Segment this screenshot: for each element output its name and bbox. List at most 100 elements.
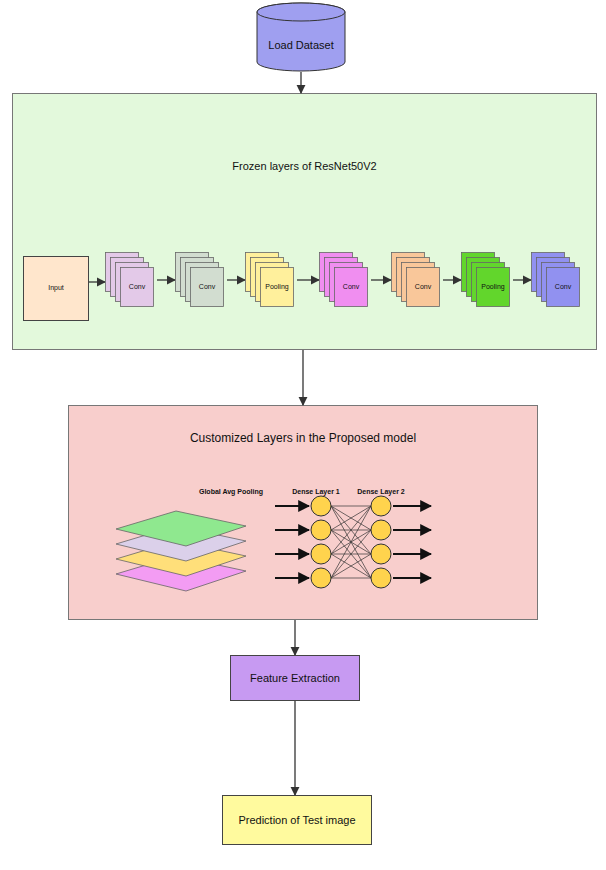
- layer-face: Conv: [334, 267, 368, 307]
- layer-face: Conv: [546, 267, 580, 307]
- signal-arrow: [393, 553, 431, 555]
- feature-map-stack: [105, 252, 157, 308]
- node-label: Conv: [129, 283, 145, 291]
- feature-map-stack: [461, 252, 513, 308]
- synapse-line: [331, 530, 371, 578]
- synapse-line: [331, 506, 371, 578]
- synapse-line: [331, 530, 371, 578]
- neuron: [311, 568, 331, 588]
- signal-arrow: [393, 577, 431, 579]
- feature-map-stack: [245, 252, 297, 308]
- neuron: [371, 568, 391, 588]
- neuron: [371, 496, 391, 516]
- feature-map-stack: [391, 252, 443, 308]
- signal-arrow: [393, 529, 431, 531]
- layer-face: Conv: [406, 267, 440, 307]
- flow-arrow: [300, 72, 301, 93]
- process-box: Feature Extraction: [230, 655, 360, 701]
- neuron: [371, 544, 391, 564]
- layer-stack: Conv: [105, 252, 157, 308]
- feature-map: [477, 268, 510, 307]
- panel-title: Customized Layers in the Proposed model: [69, 432, 537, 446]
- node-label: Feature Extraction: [250, 672, 340, 685]
- layer-face: Conv: [190, 267, 224, 307]
- layer-stack: Conv: [531, 252, 583, 308]
- flow-arrow: [443, 279, 461, 280]
- custom-layers-panel: Customized Layers in the Proposed model …: [68, 405, 538, 620]
- synapse-line: [331, 554, 371, 578]
- node-label: Conv: [415, 283, 431, 291]
- feature-map: [335, 268, 368, 307]
- dataset-cylinder: Load Dataset: [256, 2, 346, 72]
- signal-arrow: [393, 505, 431, 507]
- flow-arrow: [297, 279, 319, 280]
- synapse-line: [331, 506, 371, 578]
- feature-map-stack: [531, 252, 583, 308]
- flow-arrow: [294, 620, 295, 655]
- output-box: Prediction of Test image: [222, 795, 372, 845]
- feature-map-sheet: [116, 511, 246, 546]
- feature-map: [121, 268, 154, 307]
- feature-map: [407, 268, 440, 307]
- synapse-line: [331, 506, 371, 554]
- flow-arrow: [89, 281, 105, 282]
- neuron: [311, 496, 331, 516]
- layer-caption: Global Avg Pooling: [181, 480, 281, 498]
- neurons: [311, 496, 391, 588]
- frozen-layers-panel: Frozen layers of ResNet50V2Input Conv Conv…: [12, 93, 597, 350]
- network-wires: [275, 506, 431, 578]
- flow-arrow: [302, 350, 303, 405]
- layer-caption: Dense Layer 1: [266, 480, 366, 498]
- signal-arrow: [275, 505, 309, 507]
- flow-arrow: [227, 279, 245, 280]
- signal-arrow: [275, 553, 309, 555]
- node-label: Prediction of Test image: [238, 814, 355, 827]
- cylinder-top: [257, 3, 345, 21]
- synapse-line: [331, 506, 371, 507]
- layer-stack: Pooling: [461, 252, 513, 308]
- feature-map-stack: [175, 252, 227, 308]
- neuron: [371, 520, 391, 540]
- flow-arrow: [513, 279, 531, 280]
- node-label: Pooling: [265, 283, 288, 291]
- neuron: [311, 520, 331, 540]
- layer-stack: Conv: [175, 252, 227, 308]
- layer-face: Conv: [120, 267, 154, 307]
- layer-caption-text: Global Avg Pooling: [199, 488, 263, 495]
- flow-arrow: [157, 279, 175, 280]
- pooled-feature-maps: [116, 511, 246, 591]
- panel-title: Frozen layers of ResNet50V2: [13, 160, 596, 173]
- input-layer-box: Input: [23, 256, 89, 321]
- flow-arrow: [294, 701, 295, 795]
- feature-map: [261, 268, 294, 307]
- node-label: Conv: [555, 283, 571, 291]
- synapse-line: [331, 578, 371, 579]
- feature-map: [547, 268, 580, 307]
- node-label: Conv: [199, 283, 215, 291]
- node-label: Input: [48, 284, 64, 292]
- neuron: [311, 544, 331, 564]
- signal-arrow: [275, 577, 309, 579]
- synapse-line: [331, 506, 371, 530]
- synapse-line: [331, 554, 371, 578]
- synapse-line: [331, 506, 371, 530]
- node-label: Pooling: [481, 283, 504, 291]
- layer-face: Pooling: [476, 267, 510, 307]
- feature-map-stack: [319, 252, 371, 308]
- layer-caption-text: Dense Layer 2: [357, 488, 404, 495]
- cylinder-outline: [256, 2, 346, 72]
- layer-caption: Dense Layer 2: [331, 480, 431, 498]
- node-label: Conv: [343, 283, 359, 291]
- layer-caption-text: Dense Layer 1: [292, 488, 339, 495]
- node-label: Load Dataset: [268, 39, 333, 52]
- layer-face: Pooling: [260, 267, 294, 307]
- layer-stack: Conv: [319, 252, 371, 308]
- signal-arrow: [275, 529, 309, 531]
- layer-stack: Conv: [391, 252, 443, 308]
- synapse-line: [331, 506, 371, 554]
- layer-stack: Pooling: [245, 252, 297, 308]
- feature-map: [191, 268, 224, 307]
- flow-arrow: [371, 279, 391, 280]
- cylinder-body: [257, 3, 345, 71]
